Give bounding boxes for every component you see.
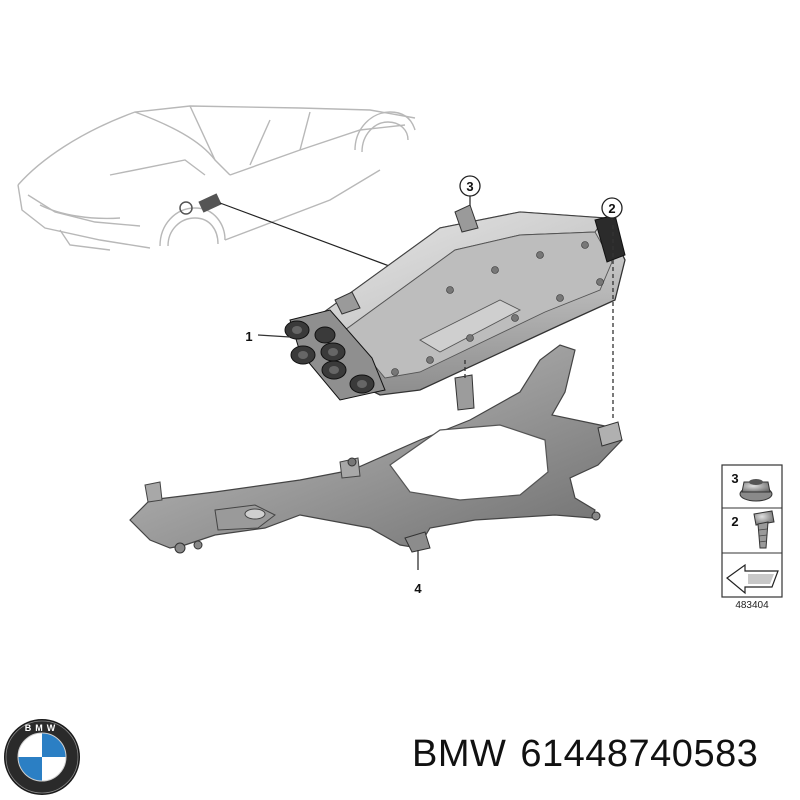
callout-4-number: 4 [414,581,422,596]
bolt-icon [753,510,775,549]
legend-item-3-number: 3 [731,471,738,486]
bracket-part-4 [129,344,623,554]
car-location-marker [179,193,401,271]
part-number: 61448740583 [520,733,759,775]
callout-3-number: 3 [466,179,473,194]
brand-name: BMW [412,733,507,775]
module-part-1 [284,204,626,401]
legend-panel: 3 2 483404 [721,464,783,611]
arrow-icon [726,563,779,595]
product-title: BMW 61448740583 [412,733,772,776]
logo-letters: BMW [25,723,60,733]
car-outline [17,105,416,251]
callout-2-number: 2 [608,201,615,216]
flange-nut-icon [739,479,773,502]
legend-item-2-number: 2 [731,514,738,529]
callout-1-number: 1 [245,329,252,344]
bmw-logo: BMW [4,719,80,795]
diagram-id: 483404 [735,600,769,611]
callout-3: 3 [459,175,481,197]
callout-2: 2 [601,197,623,219]
assembly-lines [257,195,614,570]
